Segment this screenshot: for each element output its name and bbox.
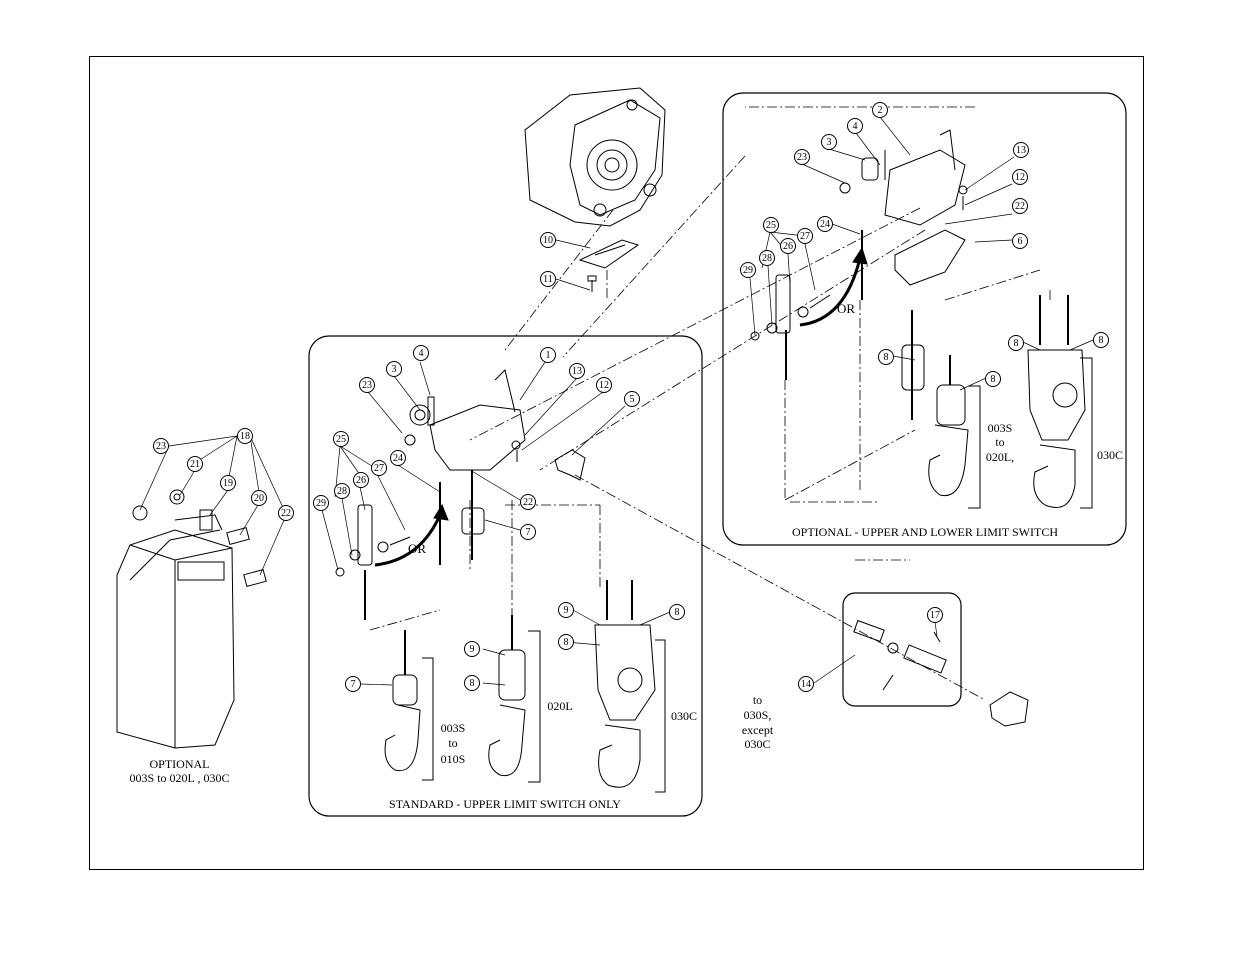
optional-group-box	[722, 92, 1127, 546]
callout-22: 22	[278, 505, 294, 521]
callout-19: 19	[220, 475, 236, 491]
optional-limit-switch-parts	[750, 129, 968, 420]
or-arrow-standard-head	[433, 503, 449, 521]
hook-std-medium	[488, 615, 526, 777]
hook-std-small	[384, 630, 421, 772]
callout-25: 25	[333, 431, 349, 447]
callout-17: 17	[927, 607, 943, 623]
callout-27: 27	[797, 228, 813, 244]
callout-18: 18	[237, 428, 253, 444]
callout-8: 8	[985, 371, 1001, 387]
callout-23: 23	[359, 377, 375, 393]
callout-27: 27	[371, 460, 387, 476]
callout-6: 6	[1012, 233, 1028, 249]
callout-1: 1	[540, 347, 556, 363]
caption-optional-container-line2: 003S to 020L , 030C	[129, 771, 230, 785]
callout-22: 22	[1012, 198, 1028, 214]
range-label-std-a-3: 010S	[440, 752, 466, 766]
callout-8: 8	[1093, 332, 1109, 348]
callout-21: 21	[187, 456, 203, 472]
stopper-note-line1: to	[752, 693, 763, 707]
stopper-note-line4: 030C	[744, 737, 771, 751]
or-label-optional: OR	[836, 301, 856, 316]
stopper-note-line2: 030S,	[743, 708, 772, 722]
chain-container	[116, 489, 267, 749]
callout-leaders	[139, 116, 1094, 686]
bracket-10	[578, 239, 640, 269]
callout-3: 3	[386, 361, 402, 377]
callout-11: 11	[540, 271, 556, 287]
callout-24: 24	[817, 216, 833, 232]
callout-29: 29	[740, 262, 756, 278]
standard-group-box	[308, 335, 703, 817]
callout-22: 22	[520, 494, 536, 510]
leader-lines	[369, 106, 1051, 701]
callout-8: 8	[1008, 335, 1024, 351]
callout-8: 8	[558, 634, 574, 650]
callout-10: 10	[540, 232, 556, 248]
callout-28: 28	[334, 483, 350, 499]
caption-optional-container-line1: OPTIONAL	[149, 757, 210, 771]
callout-4: 4	[847, 118, 863, 134]
or-arrow-optional	[799, 257, 862, 327]
range-label-std-a-1: 003S	[440, 721, 466, 735]
or-arrow-standard	[374, 514, 442, 567]
range-label-std-b: 020L	[547, 699, 573, 713]
callout-28: 28	[759, 250, 775, 266]
hook-opt-medium	[928, 355, 969, 497]
callout-8: 8	[878, 349, 894, 365]
stopper-parts	[853, 619, 1029, 727]
range-brackets	[422, 357, 1093, 793]
callout-24: 24	[390, 450, 406, 466]
callout-12: 12	[1012, 169, 1028, 185]
standard-limit-switch-parts	[335, 369, 586, 620]
callout-20: 20	[251, 490, 267, 506]
callout-7: 7	[345, 676, 361, 692]
range-label-opt-a-1: 003S	[987, 421, 1013, 435]
callout-9: 9	[558, 602, 574, 618]
callout-4: 4	[413, 345, 429, 361]
callout-26: 26	[780, 238, 796, 254]
drawing-frame	[89, 56, 1144, 870]
range-label-opt-a-2: to	[995, 435, 1005, 449]
callout-29: 29	[313, 495, 329, 511]
caption-standard-box: STANDARD - UPPER LIMIT SWITCH ONLY	[389, 797, 621, 811]
caption-optional-box: OPTIONAL - UPPER AND LOWER LIMIT SWITCH	[792, 525, 1058, 539]
callout-23: 23	[153, 438, 169, 454]
or-label-standard: OR	[407, 541, 427, 556]
hoist-body	[524, 87, 666, 227]
callout-14: 14	[798, 676, 814, 692]
hook-std-large	[594, 580, 656, 788]
callout-8: 8	[669, 604, 685, 620]
screw-11	[587, 275, 597, 292]
hook-opt-large	[1027, 295, 1086, 508]
callout-7: 7	[520, 524, 536, 540]
callout-12: 12	[596, 377, 612, 393]
stopper-note-line3: except	[741, 723, 774, 737]
stopper-group-box	[842, 592, 962, 707]
range-label-opt-c: 030C	[1096, 448, 1123, 462]
range-label-opt-a-3: 020L,	[985, 450, 1015, 464]
callout-26: 26	[353, 472, 369, 488]
callout-13: 13	[1013, 142, 1029, 158]
callout-3: 3	[821, 134, 837, 150]
callout-5: 5	[624, 391, 640, 407]
callout-13: 13	[569, 363, 585, 379]
range-label-std-a-2: to	[448, 736, 458, 750]
callout-25: 25	[763, 217, 779, 233]
callout-2: 2	[872, 102, 888, 118]
or-arrow-optional-head	[852, 246, 868, 265]
callout-9: 9	[464, 641, 480, 657]
callout-23: 23	[794, 149, 810, 165]
callout-8: 8	[464, 675, 480, 691]
range-label-std-c: 030C	[670, 709, 697, 723]
